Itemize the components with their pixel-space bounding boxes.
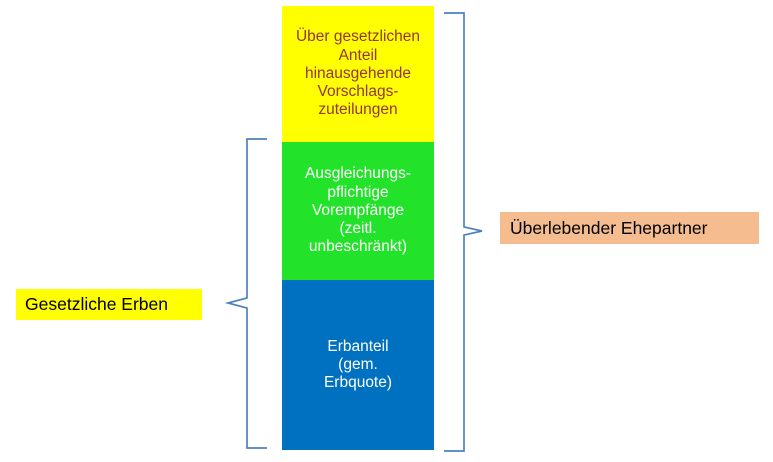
bar-segment-label: Ausgleichungs- pflichtige Vorempfänge (z…: [305, 165, 411, 256]
bar-segment-label: Über gesetzlichen Anteil hinausgehende V…: [295, 28, 421, 119]
bar-segment-vorempfaenge: Ausgleichungs- pflichtige Vorempfänge (z…: [282, 142, 434, 280]
left-brace-icon: [224, 138, 267, 449]
label-gesetzliche-erben: Gesetzliche Erben: [16, 289, 202, 320]
bar-segment-vorschlagszuteilungen: Über gesetzlichen Anteil hinausgehende V…: [282, 6, 434, 142]
bar-segment-erbanteil: Erbanteil (gem. Erbquote): [282, 280, 434, 450]
label-text: Gesetzliche Erben: [25, 294, 168, 314]
bar-segment-label: Erbanteil (gem. Erbquote): [323, 337, 393, 392]
label-ueberlebender-ehepartner: Überlebender Ehepartner: [500, 212, 759, 244]
label-text: Überlebender Ehepartner: [510, 217, 708, 238]
right-brace-icon: [444, 12, 483, 452]
